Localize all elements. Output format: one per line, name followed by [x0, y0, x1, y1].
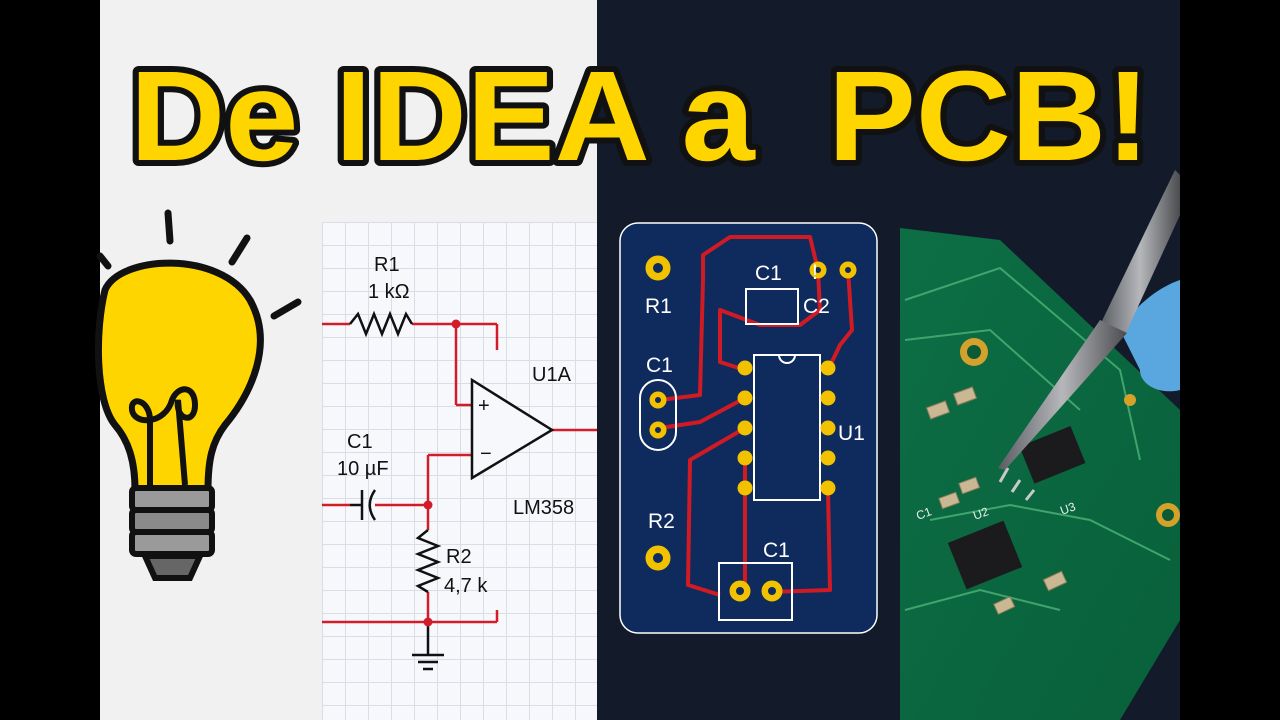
opamp-symbol [470, 377, 555, 481]
opamp-part-label: LM358 [513, 497, 574, 519]
opamp-ref-label: U1A [532, 364, 572, 386]
title-text: De IDEA a PCB! [130, 45, 1150, 188]
c1-plate-b [368, 489, 377, 521]
pcb-label-c2: C2 [803, 295, 830, 318]
r1-value-label: 1 kΩ [368, 281, 410, 303]
soldering-iron-handle [1100, 170, 1180, 335]
plus-sign: + [478, 395, 490, 417]
pcb-label-r2: R2 [648, 510, 675, 533]
r2-ref-label: R2 [446, 546, 472, 568]
pcb-label-c1-bottom: C1 [763, 539, 790, 562]
schematic-grid [322, 222, 597, 720]
c1-footprint [745, 288, 799, 325]
qfn-chip [947, 520, 1023, 590]
silk-c1: C1 [914, 504, 934, 523]
silk-u3: U3 [1058, 499, 1078, 518]
pcb-label-mark: ! [812, 261, 818, 284]
pcb-traces [659, 235, 854, 597]
pcb-label-c1-top: C1 [755, 262, 782, 285]
u1-footprint [753, 354, 821, 501]
r1-ref-label: R1 [374, 254, 400, 276]
right-letterbox [1180, 0, 1280, 720]
pcb-label-r1: R1 [645, 295, 672, 318]
soldering-iron-tip [998, 320, 1127, 470]
c1-left-footprint [639, 379, 677, 451]
left-letterbox [0, 0, 100, 720]
c1-ref-label: C1 [347, 431, 373, 453]
minus-sign: − [480, 443, 492, 465]
schematic-wires [322, 322, 597, 624]
soic-chip [1019, 425, 1086, 484]
r2-resistor [414, 529, 442, 594]
r1-resistor [349, 310, 414, 338]
pcb-label-u1: U1 [838, 422, 865, 445]
c1-bottom-footprint [718, 562, 793, 621]
silk-u2: U2 [971, 504, 991, 523]
r2-value-label: 4,7 k [444, 575, 488, 597]
pcb-label-c1-left: C1 [646, 354, 673, 377]
gloved-hand [1120, 280, 1180, 392]
c1-value-label: 10 µF [337, 458, 389, 480]
